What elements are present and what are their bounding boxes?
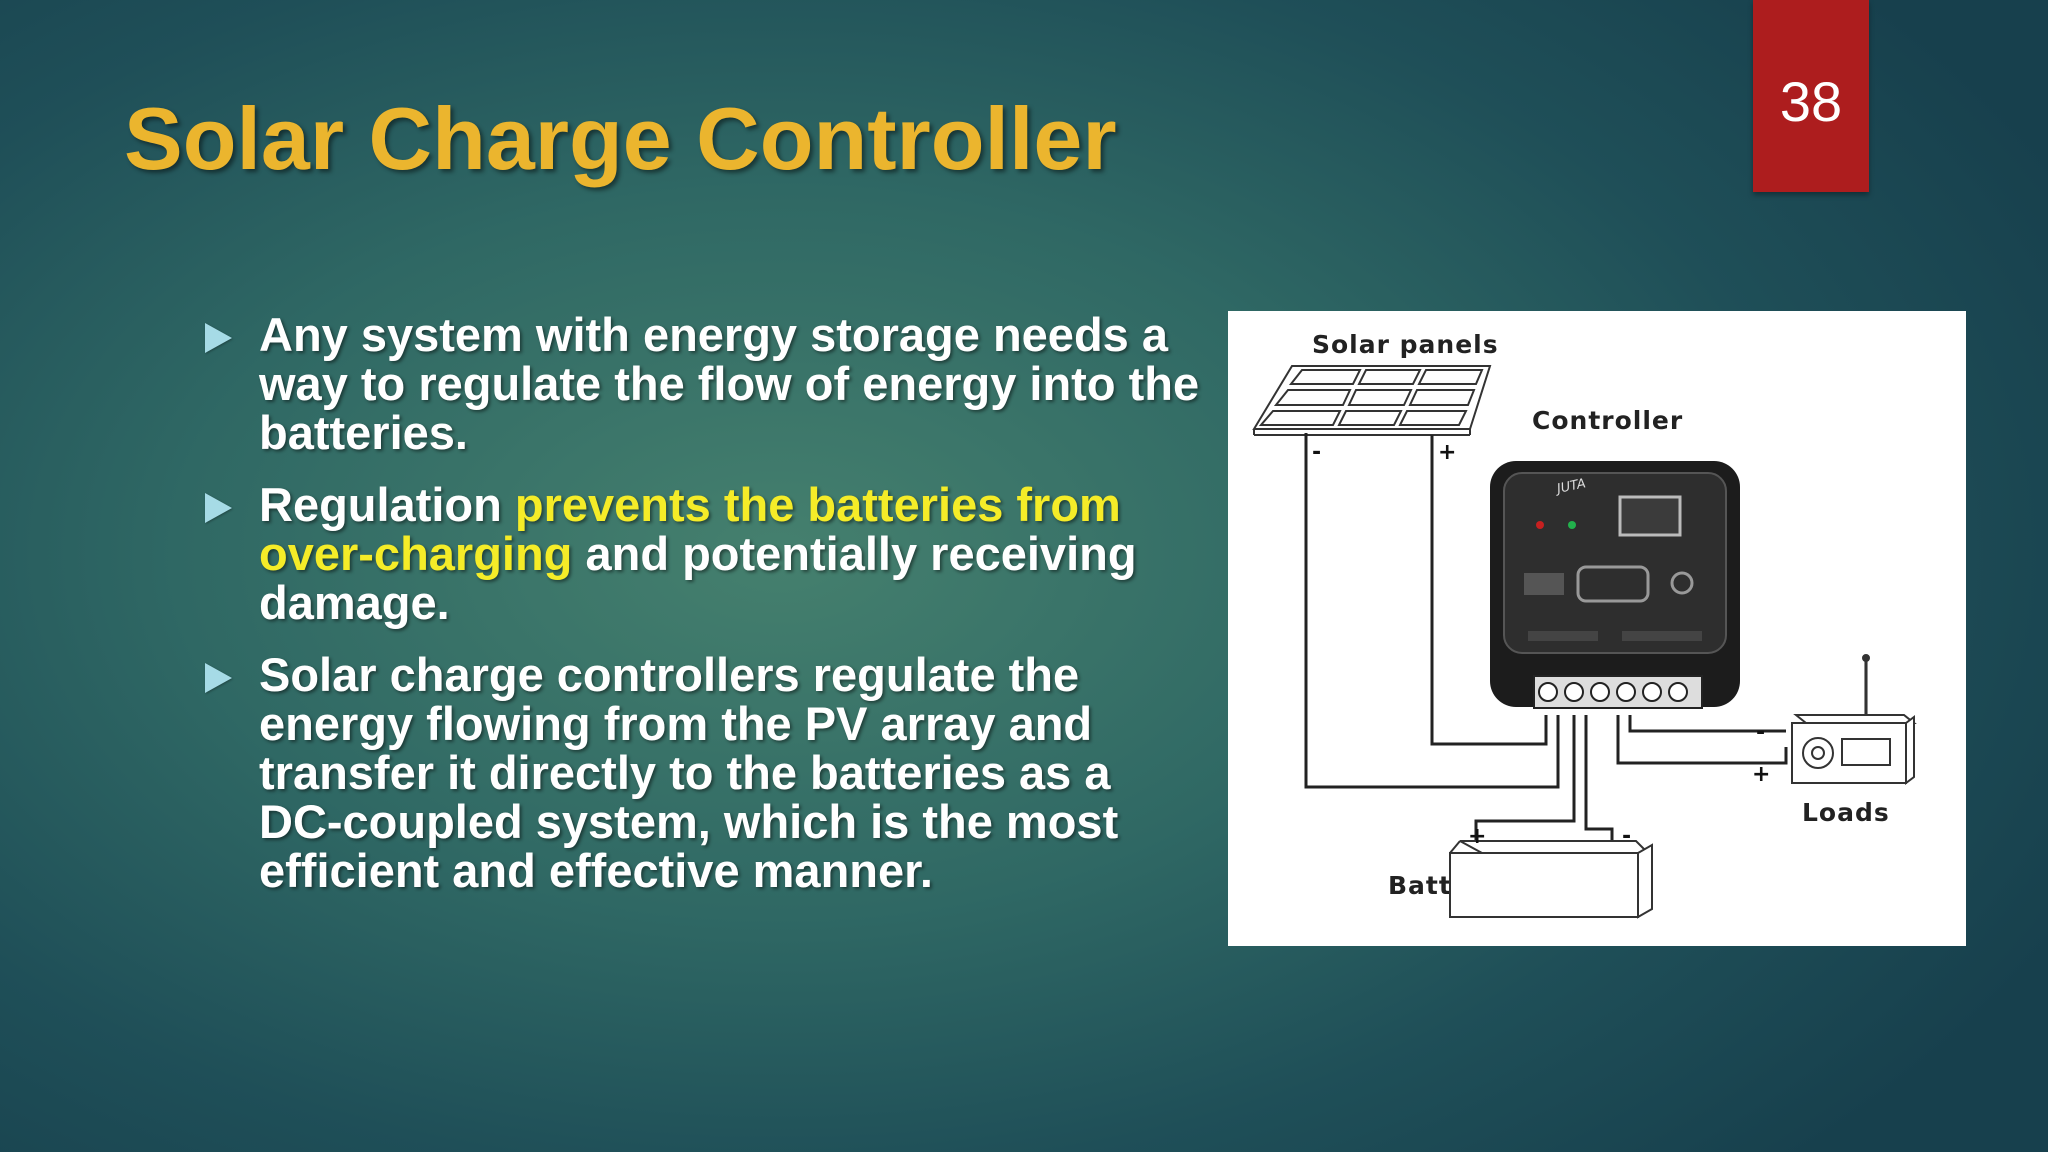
bullet-text: Any system with energy storage needs a w… xyxy=(259,308,1200,459)
wiring-diagram-svg: Solar panels Controller Battery Loads - … xyxy=(1252,330,1917,919)
page-number-badge: 38 xyxy=(1753,0,1869,192)
label-solar-panels: Solar panels xyxy=(1312,330,1499,359)
controller-brand-text: JUTA xyxy=(1553,476,1587,497)
load-negative-sign: - xyxy=(1756,720,1765,745)
battery-icon xyxy=(1449,840,1653,919)
triangle-bullet-icon xyxy=(205,493,232,523)
bullet-item: Regulation prevents the batteries from o… xyxy=(200,480,1200,627)
panel-positive-sign: + xyxy=(1438,440,1456,465)
triangle-bullet-icon xyxy=(205,663,232,693)
bullet-item: Any system with energy storage needs a w… xyxy=(200,310,1200,457)
wiring-lines xyxy=(1304,433,1868,841)
solar-panel-icon xyxy=(1252,365,1492,436)
battery-negative-sign: - xyxy=(1622,824,1631,849)
load-positive-sign: + xyxy=(1752,762,1770,787)
slide-title: Solar Charge Controller xyxy=(124,89,1117,188)
battery-positive-sign: + xyxy=(1468,824,1486,849)
triangle-bullet-icon xyxy=(205,323,232,353)
charge-controller-diagram: Solar panels Controller Battery Loads - … xyxy=(1228,311,1966,946)
load-radio-icon xyxy=(1791,654,1917,785)
bullet-text: Regulation xyxy=(259,478,515,531)
bullet-text: and potentially receiving damage. xyxy=(259,527,1137,629)
label-controller: Controller xyxy=(1532,406,1683,435)
page-number: 38 xyxy=(1779,70,1843,133)
bullet-list: Any system with energy storage needs a w… xyxy=(200,310,1200,918)
panel-negative-sign: - xyxy=(1312,440,1321,465)
bullet-text: Solar charge controllers regulate the en… xyxy=(259,648,1119,897)
bullet-item: Solar charge controllers regulate the en… xyxy=(200,650,1200,895)
label-loads: Loads xyxy=(1802,798,1890,827)
bullet-highlight-text: prevents the batteries from over-chargin… xyxy=(259,478,1121,580)
controller-unit-icon: JUTA xyxy=(1490,461,1740,709)
